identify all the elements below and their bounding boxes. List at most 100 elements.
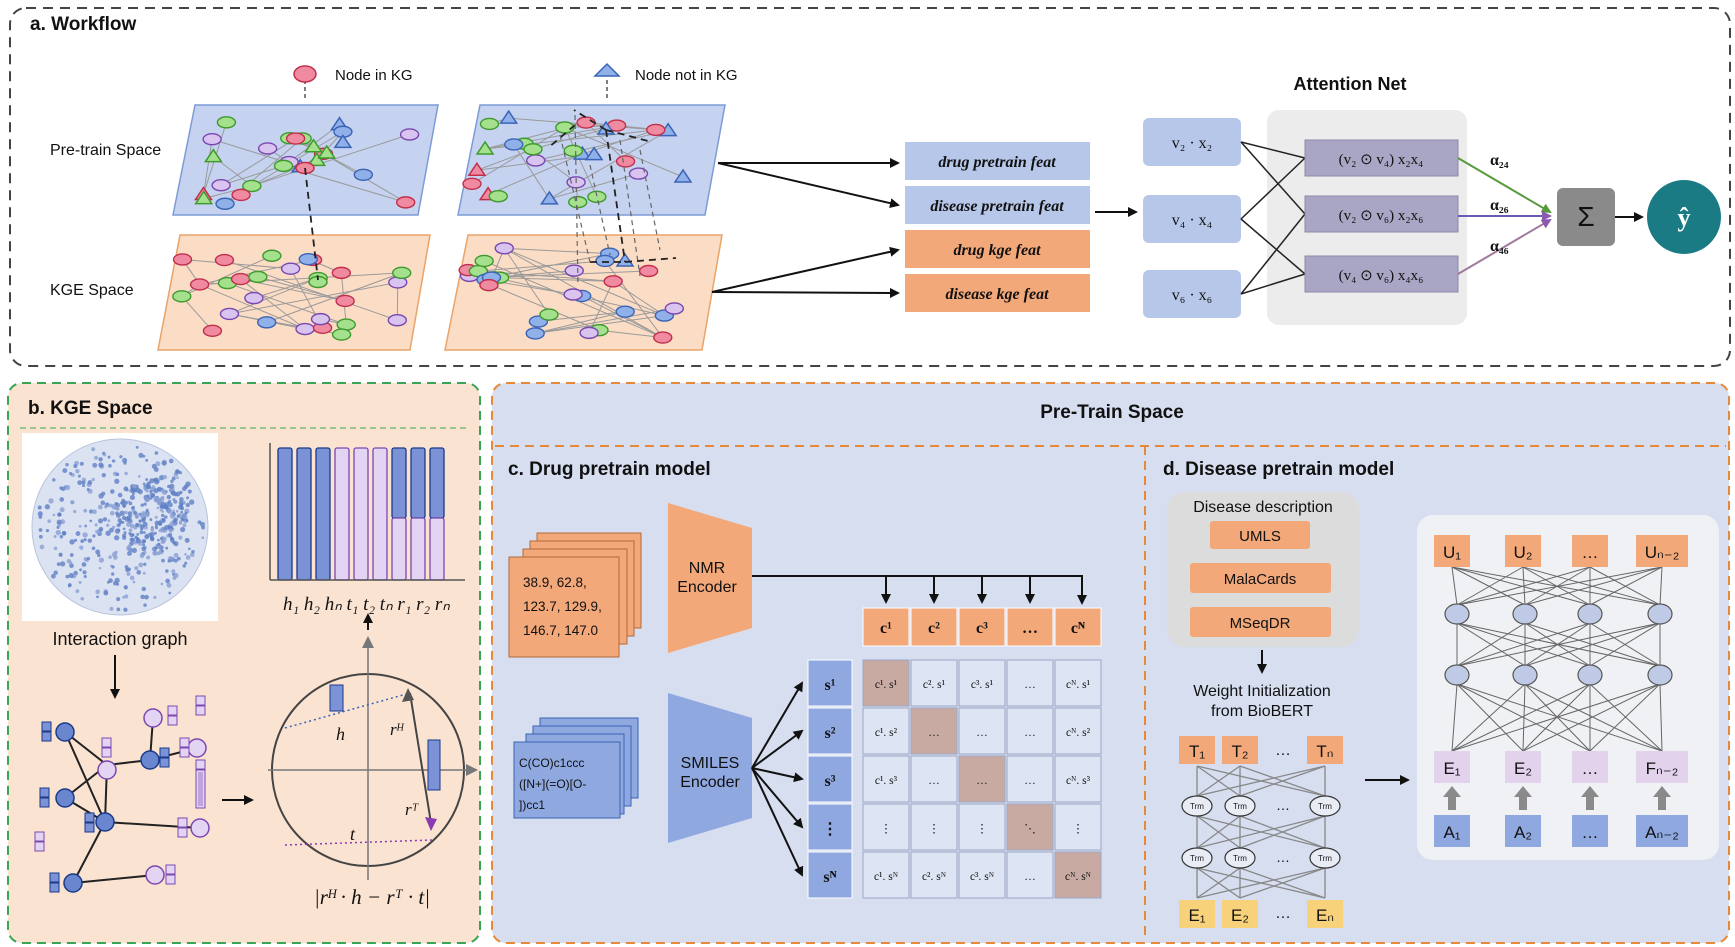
graph-dot <box>52 513 56 517</box>
source-malacards <box>1190 563 1331 593</box>
mlp-neuron <box>1444 603 1470 625</box>
panel-c-drug-pretrain: c. Drug pretrain model 38.9, 62.8, 123.7… <box>508 459 1102 899</box>
embedding-chip <box>49 872 60 883</box>
bert-edge <box>1239 867 1326 899</box>
graph-dot <box>142 531 146 534</box>
graph-dot <box>127 551 132 556</box>
graph-dot <box>182 564 187 568</box>
relation-embedding-bar-top <box>391 447 407 519</box>
bert-input-token <box>1222 900 1258 928</box>
bert-edge <box>1196 765 1241 797</box>
graph-dot <box>134 514 139 519</box>
graph-dot <box>62 531 67 536</box>
embedding-stack <box>195 769 206 809</box>
graph-dot <box>156 506 160 510</box>
graph-dot <box>70 500 75 505</box>
graph-ellipse-node <box>214 253 235 267</box>
mlp-output-label: Uₙ₋₂ <box>1645 543 1680 562</box>
graph-dot <box>82 532 88 538</box>
matrix-cell <box>1006 755 1054 803</box>
relation-embedding-bar-bottom <box>391 517 407 581</box>
graph-ellipse-node <box>331 266 352 280</box>
mlp-edge <box>1456 566 1663 606</box>
trm-label: Trm <box>1318 854 1332 863</box>
graph-ellipse-node <box>462 177 482 190</box>
interaction-26-label: (v₂ ⊙ v₆) x₂x₆ <box>1339 208 1424 224</box>
panel-b-title: b. KGE Space <box>28 398 153 419</box>
graph-dot <box>146 555 151 560</box>
panel-a-title: a. Workflow <box>30 14 136 35</box>
disease-pretrain-feat-label: disease pretrain feat <box>930 198 1064 215</box>
graph-edge <box>491 253 610 279</box>
graph-dot <box>186 496 190 500</box>
graph-dot <box>176 476 179 480</box>
graph-edge <box>503 247 550 315</box>
graph-dot <box>153 531 157 535</box>
bert-edge <box>1196 815 1241 849</box>
graph-dot <box>69 563 74 569</box>
matrix-cell-label: c¹. s² <box>875 727 898 739</box>
graph-edge <box>266 272 402 323</box>
input-v6x6-label: v₆ · x₆ <box>1172 287 1212 304</box>
row-arrow <box>751 767 804 829</box>
graph-dot <box>131 547 137 554</box>
graph-edge <box>598 329 663 339</box>
graph-dot <box>129 494 136 501</box>
embedding-chip <box>159 747 170 758</box>
graph-dot <box>184 552 187 556</box>
graph-ellipse-node <box>638 264 659 278</box>
embedding-chip <box>179 737 190 748</box>
graph-dot <box>128 528 133 533</box>
embedding-chip <box>34 831 45 842</box>
graph-dot <box>122 527 126 531</box>
graph-dot <box>132 484 137 489</box>
graph-dot <box>159 504 164 509</box>
embedding-chip <box>41 721 52 732</box>
graph-dot <box>45 528 50 533</box>
panel-b-kge-space: b. KGE Space Interaction graph h₁ h₂ hₙ … <box>7 382 481 944</box>
graph-dot <box>149 489 153 494</box>
graph-dot <box>161 549 164 553</box>
graph-dot <box>123 585 128 590</box>
pretrain-space-label: Pre-train Space <box>50 142 161 159</box>
mlp-edge <box>1589 622 1661 667</box>
graph-dot <box>69 539 75 545</box>
node-not-in-kg-legend-icon <box>593 62 621 77</box>
matrix-cell-label: c³. s¹ <box>971 679 994 691</box>
graph-dot <box>199 521 205 527</box>
mlp-edge <box>1659 683 1663 752</box>
smiles-line-1: C(CO)c1ccc <box>519 756 584 770</box>
mlp-edge <box>1522 566 1591 606</box>
row-header-label: s² <box>824 725 835 742</box>
graph-dot <box>117 492 123 498</box>
node-in-kg-legend-icon <box>293 65 317 83</box>
graph-ellipse-node <box>628 167 649 180</box>
weight-init-label-1: Weight Initialization <box>1193 683 1331 700</box>
graph-dot <box>182 523 187 528</box>
col-header-label: c³ <box>976 620 988 637</box>
graph-dot <box>138 452 144 458</box>
graph-ellipse-node <box>216 116 237 129</box>
graph-ellipse-node <box>242 179 262 193</box>
graph-ellipse-node <box>387 314 408 327</box>
input-v6x6 <box>1143 270 1241 318</box>
graph-dot <box>141 539 146 544</box>
source-mseqdr-label: MSeqDR <box>1230 615 1291 632</box>
transformer-unit <box>1309 795 1341 817</box>
graph-dot <box>116 582 120 586</box>
kge-plane-left <box>157 234 431 351</box>
graph-dot <box>144 534 149 539</box>
mlp-input-node <box>1572 815 1608 847</box>
graph-dot <box>98 566 102 570</box>
embedding-chip <box>84 822 95 833</box>
head-embedding-bar <box>296 447 312 581</box>
graph-dot <box>56 525 60 529</box>
pretrain-space-title: Pre-Train Space <box>1040 402 1184 423</box>
graph-edge <box>240 278 306 330</box>
nmr-encoder-label-1: NMR <box>689 560 725 577</box>
graph-dot <box>127 544 132 548</box>
graph-triangle-node <box>203 148 223 163</box>
graph-edge <box>549 130 669 200</box>
